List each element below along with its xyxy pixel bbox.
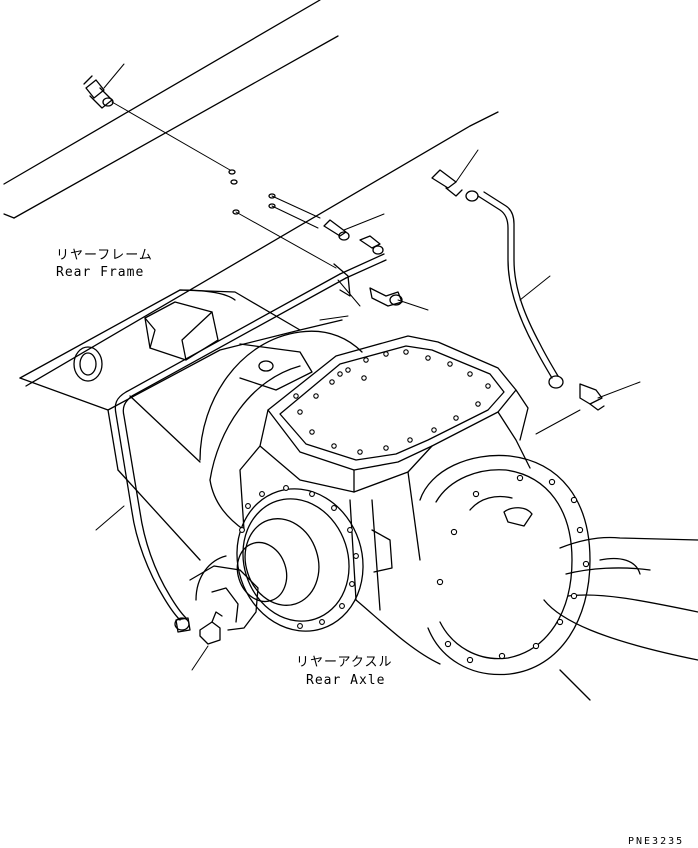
rear-frame-rails (3, 0, 499, 387)
lower-frame-lines (355, 599, 591, 701)
axle-housing-flange (419, 454, 698, 676)
leader-lines (95, 63, 641, 671)
small-hardware (228, 169, 321, 229)
input-flange (189, 485, 364, 632)
cover-bolts (293, 349, 491, 455)
differential-housing (199, 330, 531, 611)
grease-lines (114, 191, 559, 621)
rear-axle-label-jp: リヤーアクスル (296, 655, 393, 670)
drawing-code: PNE3235 (628, 836, 685, 847)
rear-frame-label-en: Rear Frame (56, 265, 145, 280)
rear-axle-label-en: Rear Axle (306, 673, 386, 688)
rear-frame-label-jp: リヤーフレーム (56, 248, 153, 263)
rear-frame-body (19, 289, 343, 561)
grease-fittings (83, 75, 605, 645)
